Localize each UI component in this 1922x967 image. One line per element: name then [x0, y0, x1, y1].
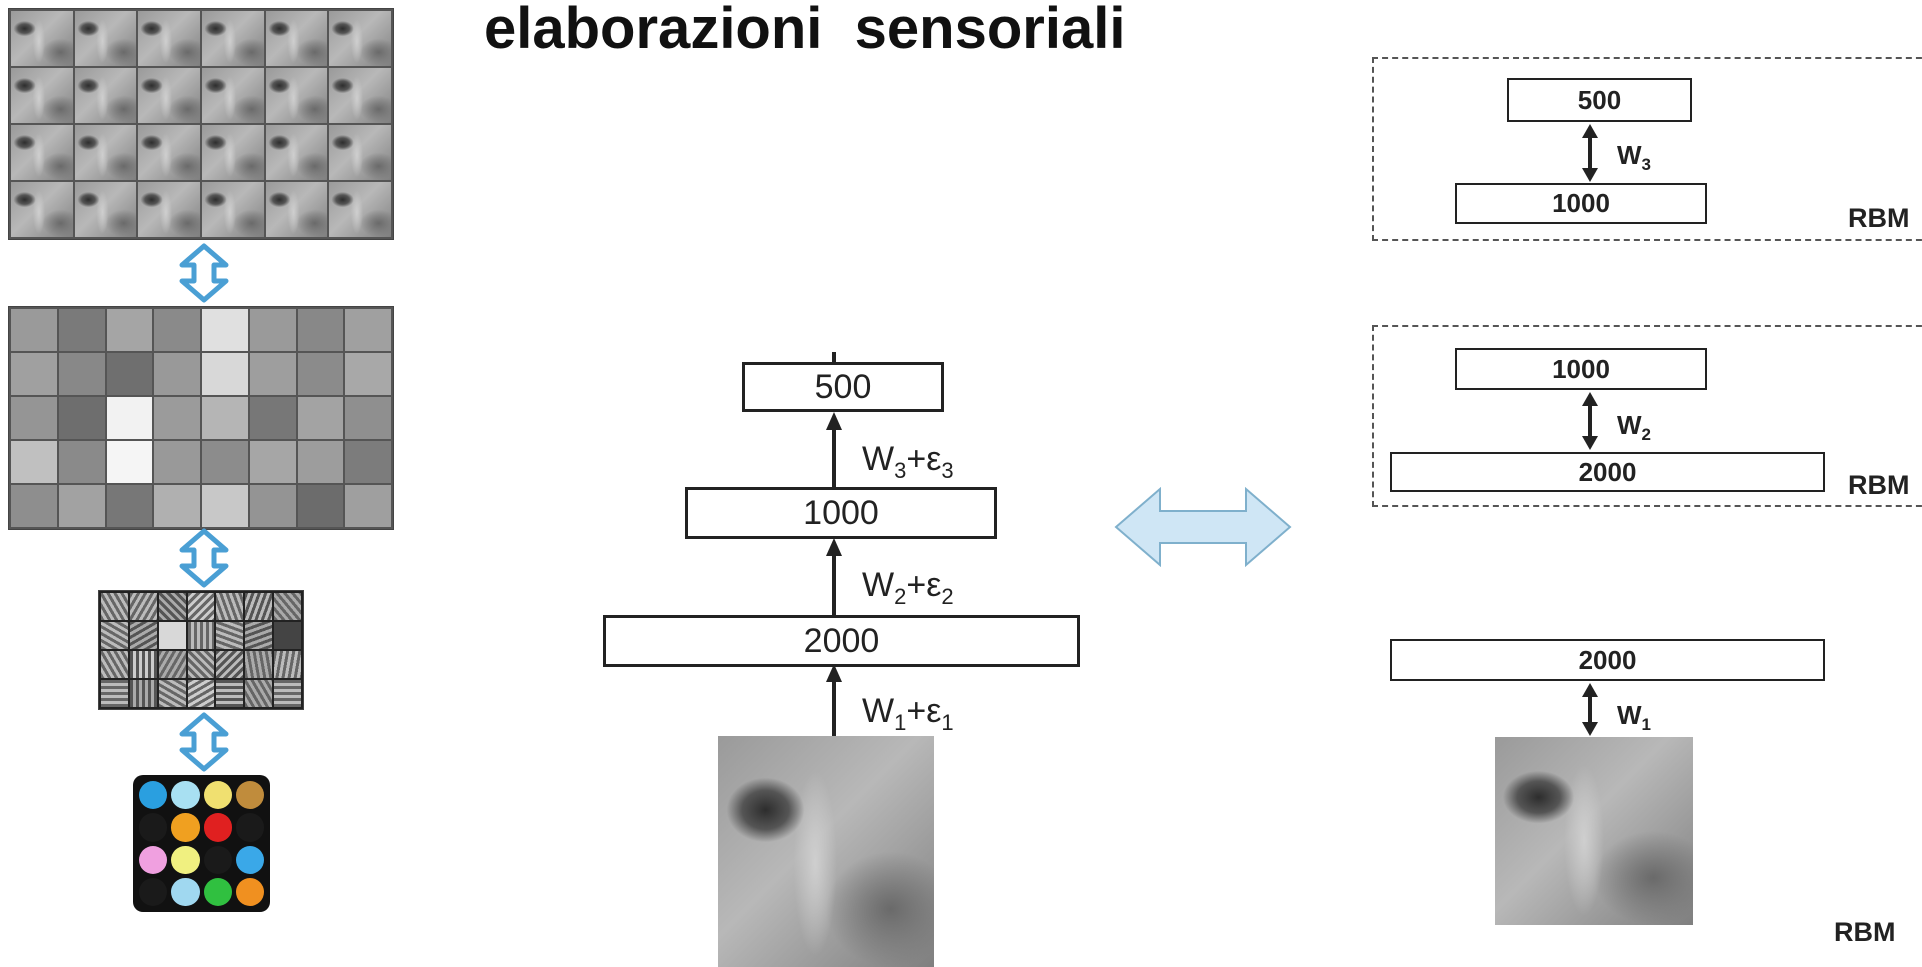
- rbm3-top-box: 500: [1507, 78, 1692, 122]
- rbm3-weight-label: W3: [1617, 140, 1652, 175]
- rbm1-label: RBM: [1834, 917, 1896, 947]
- input-face-image: [718, 736, 934, 967]
- pixel-dot: [139, 781, 168, 810]
- pixel-dot: [203, 877, 232, 906]
- layer-2000-box: 2000: [603, 615, 1080, 667]
- rbm1-face-image: [1495, 737, 1693, 925]
- rbm2-top-box: 1000: [1455, 348, 1707, 390]
- up-down-arrow-icon: [179, 528, 229, 588]
- pixel-dot: [171, 813, 200, 842]
- weight-label-2: W2+ε2: [862, 566, 954, 609]
- face-parts-feature-grid: [8, 306, 394, 530]
- pixel-dot: [235, 877, 264, 906]
- rbm3-bottom-box: 1000: [1455, 183, 1707, 224]
- pixel-dot: [171, 877, 200, 906]
- pixel-dot: [203, 845, 232, 874]
- layer-1000-box: 1000: [685, 487, 997, 539]
- pixel-dot: [235, 781, 264, 810]
- pixel-color-grid: [133, 775, 270, 912]
- pixel-dot: [171, 781, 200, 810]
- pixel-dot: [139, 845, 168, 874]
- up-down-arrow-icon: [179, 712, 229, 772]
- pixel-dot: [171, 845, 200, 874]
- weight-label-1: W1+ε1: [862, 692, 954, 735]
- pixel-dot: [235, 813, 264, 842]
- rbm-group-top: [1372, 57, 1922, 241]
- pixel-dot: [139, 877, 168, 906]
- rbm3-label: RBM: [1848, 203, 1910, 233]
- pixel-dot: [203, 813, 232, 842]
- pixel-dot: [203, 781, 232, 810]
- rbm1-top-box: 2000: [1390, 639, 1825, 681]
- rbm2-weight-label: W2: [1617, 410, 1652, 445]
- rbm-group-middle: [1372, 325, 1922, 507]
- face-feature-grid: [8, 8, 394, 240]
- rbm2-label: RBM: [1848, 470, 1910, 500]
- slide-title: elaborazioni sensoriali: [484, 0, 1126, 61]
- up-down-arrow-icon: [179, 243, 229, 303]
- weight-label-3: W3+ε3: [862, 440, 954, 483]
- pixel-dot: [235, 845, 264, 874]
- layer-500-box: 500: [742, 362, 944, 412]
- double-arrow-icon: [1114, 487, 1292, 567]
- edge-feature-grid: [98, 590, 304, 710]
- rbm1-weight-label: W1: [1617, 700, 1652, 735]
- rbm2-bottom-box: 2000: [1390, 452, 1825, 492]
- pixel-dot: [139, 813, 168, 842]
